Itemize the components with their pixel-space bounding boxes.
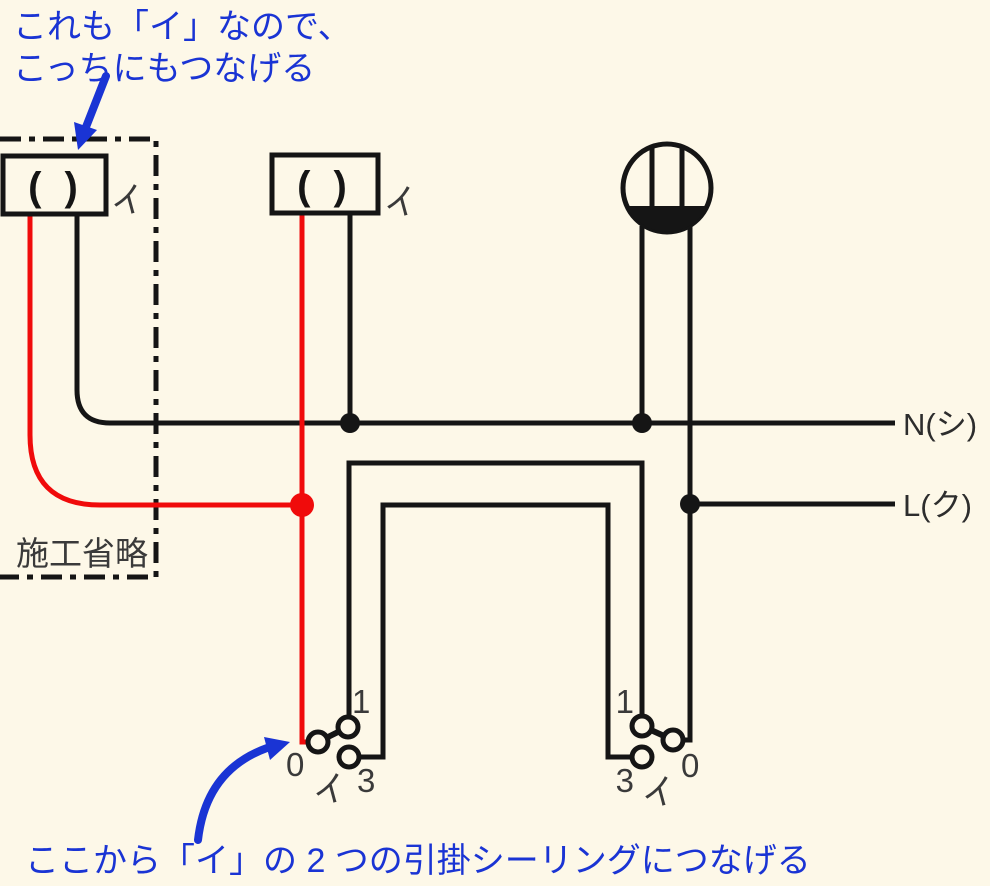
annotation-top-arrowhead (74, 122, 97, 150)
lamp-base-fill (627, 206, 707, 232)
outlet-left-circuit-label: イ (107, 179, 150, 225)
switch-left-terminal-0 (305, 729, 331, 755)
switch-left-label-1: 1 (352, 683, 370, 720)
annotation-bottom-arrowhead (264, 737, 290, 760)
switch-left-terminal-3 (336, 744, 362, 770)
annotation-bottom-arrow-shaft (194, 744, 271, 844)
annotation-top-line1: これも「イ」なので、 (13, 8, 352, 46)
outlet-middle-circuit-label: イ (380, 181, 423, 227)
switch-right-terminal-1 (629, 713, 655, 739)
live-line-label: L(ク) (903, 488, 972, 523)
ceiling-light-icon (620, 141, 714, 235)
switch-right-circuit-label: イ (638, 771, 681, 817)
three-way-switch-right: 1 0 3 イ (616, 683, 700, 817)
switch-left-circuit-label: イ (309, 768, 352, 814)
annotation-top-arrow-shaft (82, 72, 110, 131)
annotation-top: これも「イ」なので、 こっちにもつなげる (13, 8, 352, 150)
lamp-circle (620, 141, 714, 235)
annotation-bottom: ここから「イ」の 2 つの引掛シーリングにつなげる (25, 737, 811, 880)
junction-dot-live (680, 494, 700, 514)
ceiling-outlet-middle: ( ) イ (269, 152, 423, 227)
switch-left-terminal-1 (335, 714, 361, 740)
switch-left-label-3: 3 (357, 762, 375, 799)
outlet-middle-symbol: ( ) (297, 164, 353, 208)
annotation-bottom-text: ここから「イ」の 2 つの引掛シーリングにつなげる (25, 842, 811, 880)
switch-right-label-1: 1 (616, 683, 634, 720)
junction-dot-neutral-right (632, 413, 652, 433)
junction-dot-red (290, 493, 314, 517)
lamp-live-wire (683, 225, 693, 743)
traveler-wire-3 (359, 502, 632, 760)
switch-right-terminal-3 (629, 744, 655, 770)
ceiling-outlet-left: ( ) イ (0, 153, 150, 225)
annotation-top-line2: こっちにもつなげる (13, 50, 315, 88)
outlet-middle-box (269, 152, 381, 216)
three-way-switch-left: 1 0 3 イ (286, 683, 375, 814)
traveler-wire-1 (346, 460, 645, 717)
switch-right-label-3: 3 (616, 762, 634, 799)
switch-left-label-0: 0 (286, 746, 304, 783)
switch-right-label-0: 0 (681, 747, 699, 784)
neutral-wire (74, 214, 895, 426)
omission-label: 施工省略 (16, 535, 148, 572)
junction-dot-neutral-left (340, 413, 360, 433)
outlet-left-symbol: ( ) (28, 165, 84, 209)
red-switch-leg-wire (299, 214, 308, 745)
red-feed-wire (27, 214, 302, 508)
neutral-line-label: N(シ) (903, 407, 977, 442)
switch-right-terminal-0 (660, 727, 686, 753)
outlet-left-box (0, 153, 109, 217)
